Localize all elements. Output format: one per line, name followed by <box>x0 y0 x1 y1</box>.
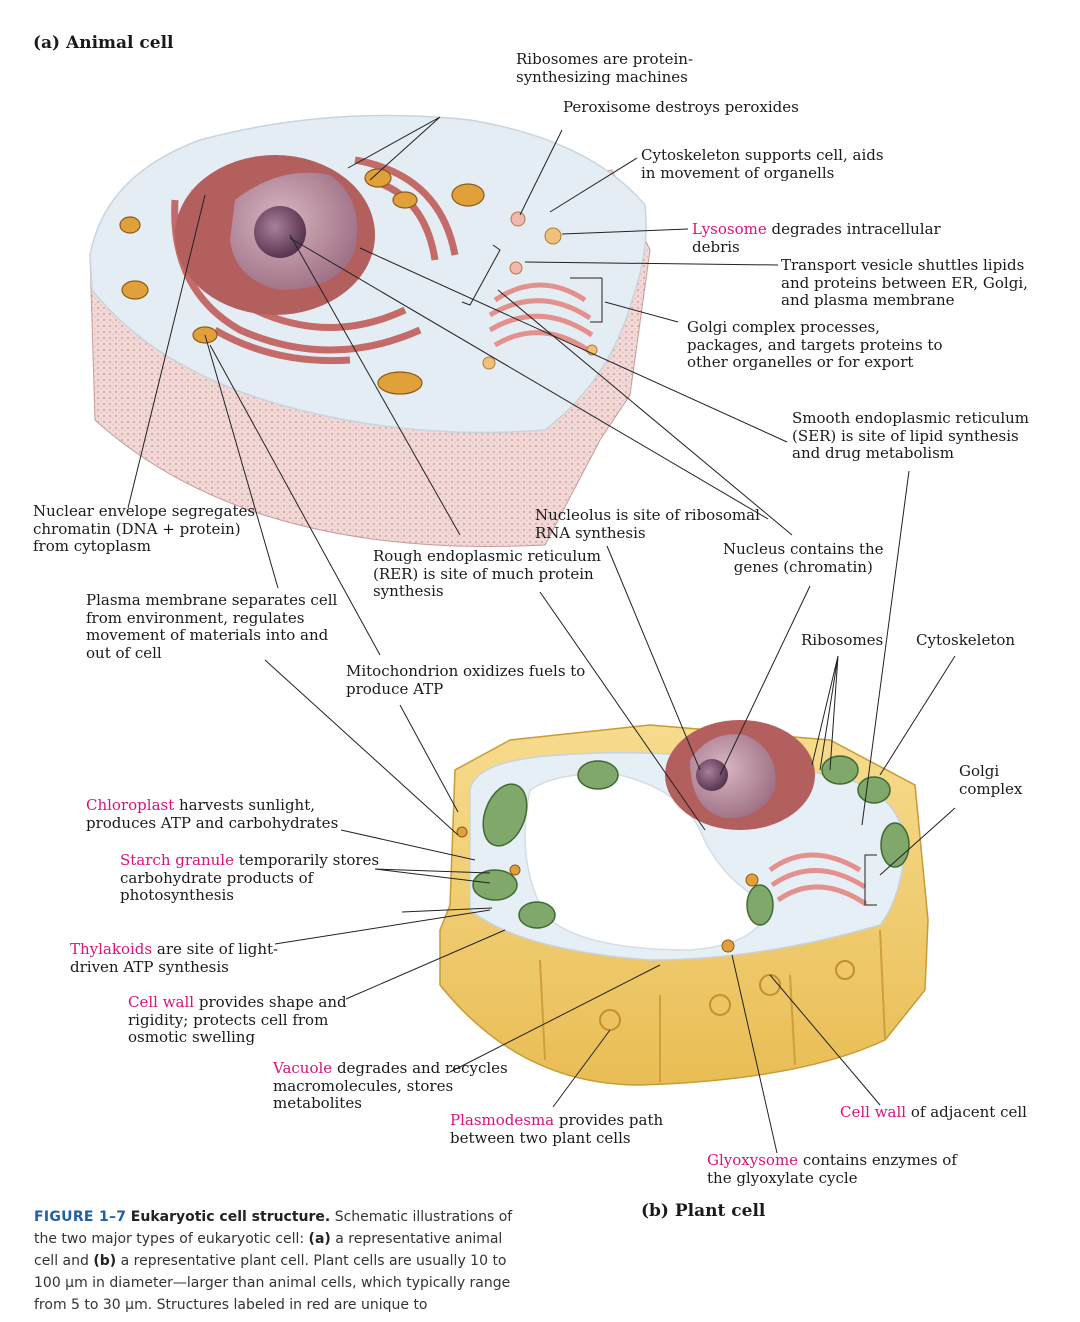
animal-nucleolus <box>254 206 306 258</box>
plant-nucleolus <box>696 759 728 791</box>
label-starch-granule: Starch granule temporarily stores carboh… <box>120 851 380 904</box>
chloroplast-term: Chloroplast <box>86 796 175 814</box>
cell-wall-adjacent-term: Cell wall <box>840 1103 907 1121</box>
plasmodesma-term: Plasmodesma <box>450 1111 555 1129</box>
caption-title: Eukaryotic cell structure. <box>130 1209 331 1225</box>
starch-granule-term: Starch granule <box>120 851 234 869</box>
label-ribosomes-plant: Ribosomes <box>801 631 884 649</box>
label-vacuole: Vacuole degrades and recycles macromolec… <box>273 1059 508 1112</box>
panel-a-title: (a) Animal cell <box>33 33 174 53</box>
glyoxysome-organelles <box>456 826 759 953</box>
plant-golgi <box>768 852 868 907</box>
plant-cell <box>439 720 929 1086</box>
cell-wall-term: Cell wall <box>128 993 195 1011</box>
label-cell-wall-adjacent: Cell wall of adjacent cell <box>840 1103 1027 1121</box>
leader-lines <box>127 116 956 1154</box>
animal-golgi <box>488 282 594 353</box>
label-cell-wall: Cell wall provides shape and rigidity; p… <box>128 993 347 1046</box>
animal-vesicles <box>482 211 598 370</box>
glyoxysome-term: Glyoxysome <box>707 1151 799 1169</box>
label-chloroplast: Chloroplast harvests sunlight, produces … <box>86 796 339 832</box>
label-rer: Rough endoplasmic reticulum(RER) is site… <box>373 547 602 600</box>
animal-cell <box>89 114 651 547</box>
lysosome-term: Lysosome <box>692 220 767 238</box>
chloroplasts <box>472 755 910 929</box>
label-ribosomes-animal: Ribosomes are protein-synthesizing machi… <box>516 50 694 86</box>
label-glyoxysome: Glyoxysome contains enzymes of the glyox… <box>707 1151 957 1187</box>
label-cytoskeleton-plant: Cytoskeleton <box>916 631 1016 649</box>
animal-mitochondria <box>119 168 485 395</box>
panel-b-title: (b) Plant cell <box>641 1201 766 1221</box>
label-peroxisome: Peroxisome destroys peroxides <box>563 98 799 116</box>
figure-id: FIGURE 1–7 <box>34 1209 127 1225</box>
figure-caption: FIGURE 1–7 Eukaryotic cell structure. Sc… <box>34 1209 513 1313</box>
label-thylakoids: Thylakoids are site of light- driven ATP… <box>70 940 279 976</box>
plant-nucleus <box>690 734 776 819</box>
vacuole-term: Vacuole <box>273 1059 333 1077</box>
thylakoids-term: Thylakoids <box>70 940 153 958</box>
label-golgi-animal: Golgi complex processes,packages, and ta… <box>687 318 943 371</box>
label-lysosome: Lysosome degrades intracellular debris <box>692 220 941 256</box>
label-ser: Smooth endoplasmic reticulum(SER) is sit… <box>792 409 1030 462</box>
label-plasmodesma: Plasmodesma provides path between two pl… <box>450 1111 664 1147</box>
plant-wall-segments <box>539 929 886 1082</box>
